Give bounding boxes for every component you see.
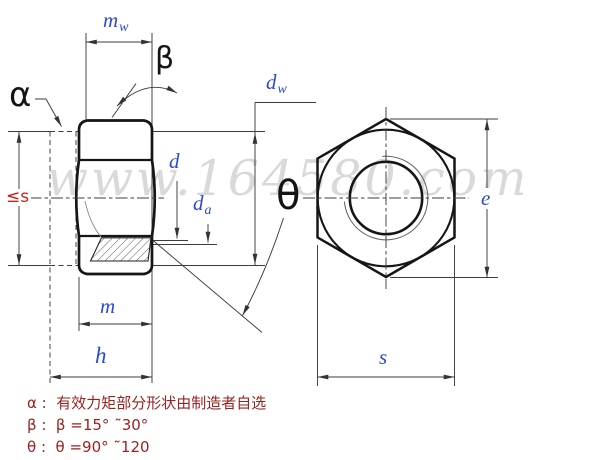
label-s-limit: ≤s [4,187,32,207]
label-da: da [193,191,212,218]
side-view [8,33,316,383]
dimension-d [152,181,188,241]
note-alpha: α : 有效力矩部分形状由制造者自选 [27,394,267,412]
dimension-s [317,245,455,386]
label-m: m [100,294,116,318]
angle-theta-indicator [152,217,284,333]
thread-runout-curve [84,200,102,238]
nut-outline [74,119,157,276]
locking-part-dashed-outline [49,131,78,383]
angle-beta-indicator [111,83,178,118]
theta-angle-arc [242,217,284,316]
thread-arc [343,155,429,241]
hexagon-outline [316,117,456,279]
hex-face-view [303,107,498,386]
drawing-notes: α : 有效力矩部分形状由制造者自选 β : β =15° ˜30° θ : θ… [27,392,266,458]
note-theta: θ : θ =90° ˜120 [27,438,150,456]
dimension-mw [85,33,153,119]
beta-angle-arc [116,85,178,107]
dimension-m [78,277,153,331]
label-mw: mw [103,8,129,35]
label-dw: dw [266,70,287,97]
dimension-dw [153,102,316,266]
locking-insert-hatch-section [89,237,152,262]
label-beta: β [155,41,175,76]
label-d: d [169,149,180,173]
alpha-leader-arrow [35,98,62,127]
label-s: s [379,345,388,369]
chamfer-direction-line [111,83,137,118]
label-h: h [95,343,107,368]
dimension-da [152,224,217,245]
note-beta: β : β =15° ˜30° [27,416,149,434]
countersink-cone-line [152,239,263,333]
label-e: e [478,188,494,209]
hex-centerlines [303,107,469,289]
label-theta: θ [276,173,301,219]
label-alpha: α [9,75,32,115]
